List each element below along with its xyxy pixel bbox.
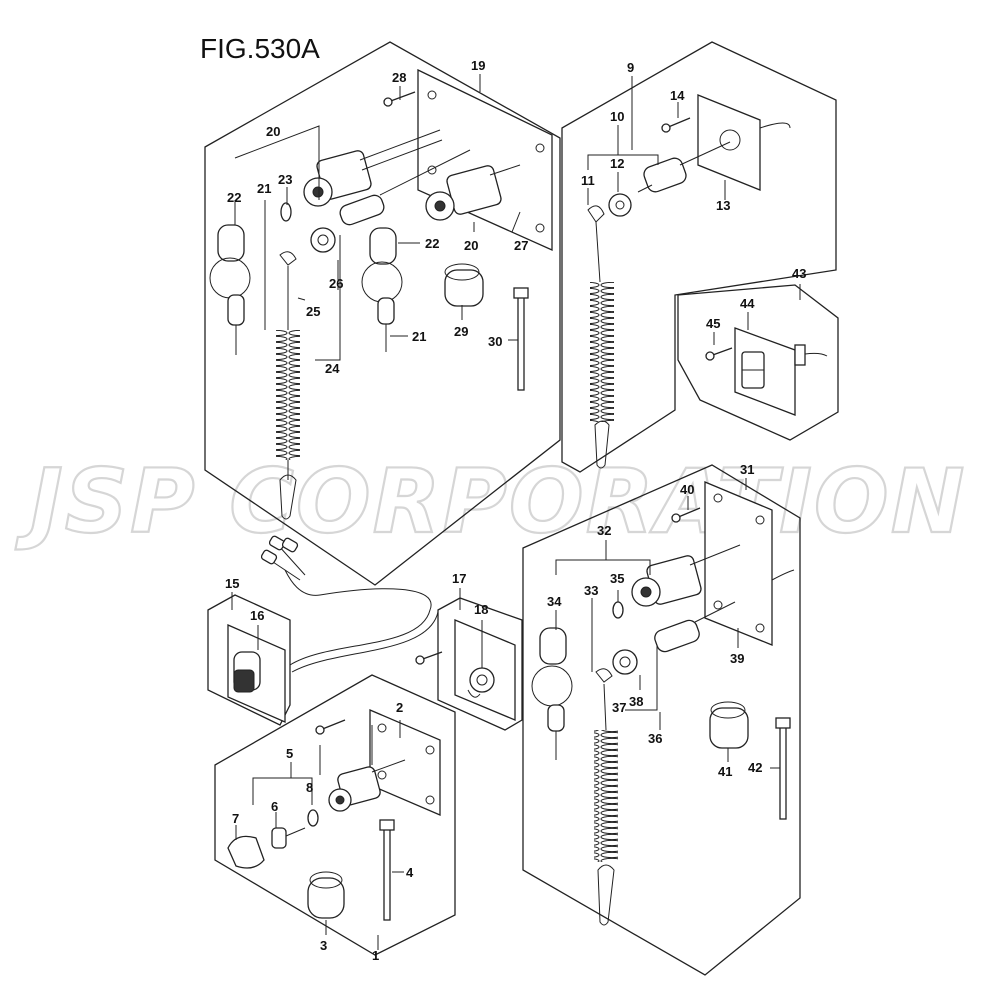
callout-29: 29 (454, 324, 468, 339)
callout-16: 16 (250, 608, 264, 623)
callout-21b: 21 (412, 329, 426, 344)
callout-19: 19 (471, 58, 485, 73)
assembly-box-1 (214, 674, 456, 956)
callout-34: 34 (547, 594, 562, 609)
callout-31: 31 (740, 462, 754, 477)
callout-45: 45 (706, 316, 720, 331)
callout-6: 6 (271, 799, 278, 814)
callout-32: 32 (597, 523, 611, 538)
callout-41: 41 (718, 764, 732, 779)
callout-24: 24 (325, 361, 340, 376)
callout-22a: 22 (227, 190, 241, 205)
callout-1: 1 (372, 948, 379, 963)
callout-35: 35 (610, 571, 624, 586)
callout-39: 39 (730, 651, 744, 666)
callout-8: 8 (306, 780, 313, 795)
assembly-box-19 (204, 41, 561, 586)
callout-33: 33 (584, 583, 598, 598)
callout-27: 27 (514, 238, 528, 253)
callout-13: 13 (716, 198, 730, 213)
watermark-text: JSP CORPORATION (15, 450, 966, 553)
callout-12: 12 (610, 156, 624, 171)
callout-2: 2 (396, 700, 403, 715)
assembly-box-17 (415, 588, 523, 731)
callout-10: 10 (610, 109, 624, 124)
callout-30: 30 (488, 334, 502, 349)
assembly-box-43 (677, 284, 839, 441)
callout-labels: 1 2 3 4 5 6 7 8 9 10 11 12 13 14 15 16 1… (225, 58, 806, 963)
callout-23: 23 (278, 172, 292, 187)
callout-44: 44 (740, 296, 755, 311)
callout-25: 25 (306, 304, 320, 319)
callout-3: 3 (320, 938, 327, 953)
callout-42: 42 (748, 760, 762, 775)
callout-5: 5 (286, 746, 293, 761)
callout-20b: 20 (464, 238, 478, 253)
callout-38: 38 (629, 694, 643, 709)
callout-7: 7 (232, 811, 239, 826)
callout-9: 9 (627, 60, 634, 75)
callout-28: 28 (392, 70, 406, 85)
callout-26: 26 (329, 276, 343, 291)
callout-14: 14 (670, 88, 685, 103)
callout-18: 18 (474, 602, 488, 617)
assembly-box-9 (561, 41, 837, 473)
figure-title: FIG.530A (200, 33, 320, 64)
assembly-box-15 (207, 535, 439, 726)
callout-22b: 22 (425, 236, 439, 251)
callout-21a: 21 (257, 181, 271, 196)
callout-40: 40 (680, 482, 694, 497)
callout-37: 37 (612, 700, 626, 715)
callout-43: 43 (792, 266, 806, 281)
callout-4: 4 (406, 865, 414, 880)
callout-20a: 20 (266, 124, 280, 139)
assembly-box-31 (522, 464, 801, 976)
callout-15: 15 (225, 576, 239, 591)
callout-36: 36 (648, 731, 662, 746)
callout-11: 11 (581, 173, 595, 188)
callout-17: 17 (452, 571, 466, 586)
